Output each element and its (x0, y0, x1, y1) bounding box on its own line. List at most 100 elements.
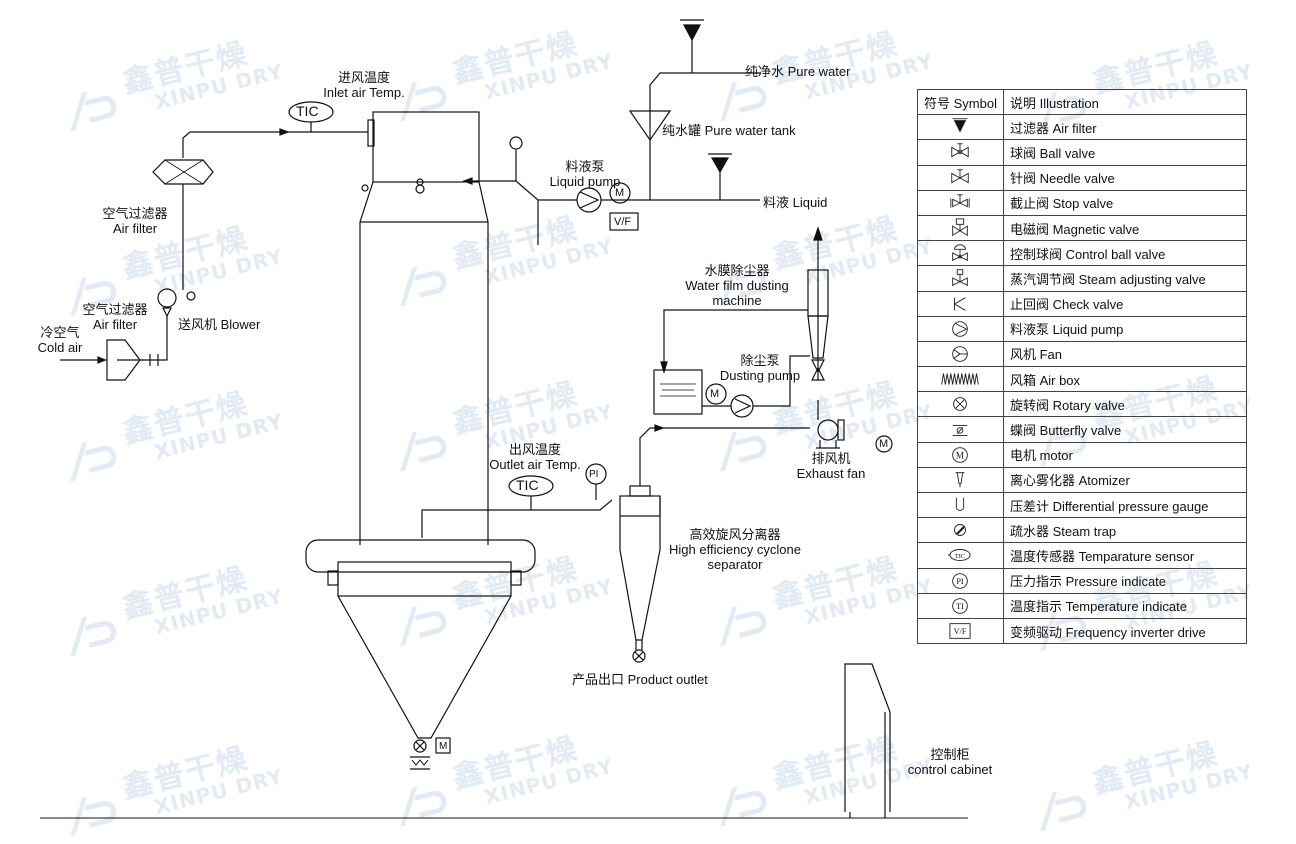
check-valve-icon (954, 296, 967, 311)
air-box-icon (941, 373, 980, 385)
cold-air-label: 冷空气 Cold air (37, 325, 83, 355)
legend-symbol-cell: V/F (917, 617, 1004, 645)
legend-description: 变频驱动 Frequency inverter drive (1002, 617, 1248, 645)
exhaust-line (421, 226, 893, 663)
pure-water-label: 纯净水 Pure water (745, 64, 851, 79)
legend-description: 电磁阀 Magnetic valve (1002, 214, 1248, 242)
legend-row: TIC 温度传感器 Temparature sensor (917, 542, 1248, 569)
legend-description: 过滤器 Air filter (1002, 114, 1248, 141)
legend-description: 料液泵 Liquid pump (1002, 315, 1248, 342)
legend-row: 电磁阀 Magnetic valve (917, 214, 1248, 242)
legend-symbol-cell (917, 517, 1004, 544)
legend-row: 压差计 Differential pressure gauge (917, 491, 1248, 519)
pressure-indicate-icon: PI (952, 572, 969, 589)
legend-symbol-cell: M (917, 441, 1004, 468)
legend-row: 旋转阀 Rotary valve (917, 391, 1248, 418)
liquid-pump-motor-tag: M (615, 187, 625, 199)
legend-symbol-cell: TI (917, 592, 1004, 619)
legend-row: 控制球阀 Control ball valve (917, 240, 1248, 267)
process-flow-diagram (40, 19, 968, 819)
legend-row: V/F 变频驱动 Frequency inverter drive (917, 617, 1248, 645)
legend-symbol-cell (917, 391, 1004, 418)
svg-text:TI: TI (957, 602, 965, 611)
legend-description: 止回阀 Check valve (1002, 290, 1248, 317)
legend-row: 过滤器 Air filter (917, 114, 1248, 141)
temperature-sensor-icon: TIC (948, 549, 972, 562)
legend-description: 蝶阀 Butterfly valve (1002, 416, 1248, 443)
drying-tower (305, 111, 536, 770)
legend-symbol-cell (917, 265, 1004, 292)
inlet-air-temp-label: 进风温度 Inlet air Temp. (323, 70, 405, 100)
svg-text:M: M (956, 450, 964, 460)
legend-row: 球阀 Ball valve (917, 139, 1248, 166)
legend-description: 风机 Fan (1002, 340, 1248, 368)
symbol-legend: 符号 Symbol 说明 Illustration 过滤器 Air filter… (917, 88, 1248, 645)
cyclone-label: 高效旋风分离器 High efficiency cyclone separato… (669, 527, 801, 572)
legend-description: 压力指示 Pressure indicate (1002, 567, 1248, 594)
outlet-air-temp-label: 出风温度 Outlet air Temp. (489, 442, 581, 472)
legend-row: 截止阀 Stop valve (917, 189, 1248, 216)
legend-row: 风箱 Air box (917, 366, 1248, 393)
liquid-feed-system (462, 19, 760, 245)
legend-description: 旋转阀 Rotary valve (1002, 391, 1248, 418)
steam-adjusting-valve-icon (952, 269, 969, 287)
legend-row: 风机 Fan (917, 340, 1248, 368)
legend-symbol-cell (917, 340, 1004, 368)
fan-icon (952, 346, 969, 362)
legend-row: 疏水器 Steam trap (917, 517, 1248, 544)
outlet-pi-tag: PI (589, 469, 599, 480)
legend-header-illustration: 说明 Illustration (1002, 88, 1248, 116)
legend-symbol-cell (917, 139, 1004, 166)
motor-icon: M (952, 446, 969, 463)
legend-symbol-cell (917, 416, 1004, 443)
liquid-pump-icon (952, 320, 969, 337)
legend-description: 离心雾化器 Atomizer (1002, 466, 1248, 494)
legend-description: 截止阀 Stop valve (1002, 189, 1248, 216)
legend-symbol-cell (917, 240, 1004, 267)
legend-description: 电机 motor (1002, 441, 1248, 468)
needle-valve-icon (951, 168, 970, 184)
legend-symbol-cell (917, 366, 1004, 393)
legend-symbol-cell (917, 164, 1004, 191)
legend-description: 疏水器 Steam trap (1002, 517, 1248, 544)
legend-row: 蝶阀 Butterfly valve (917, 416, 1248, 443)
legend-row: 止回阀 Check valve (917, 290, 1248, 317)
legend-row: 离心雾化器 Atomizer (917, 466, 1248, 494)
legend-symbol-cell (917, 214, 1004, 242)
legend-row: 针阀 Needle valve (917, 164, 1248, 191)
legend-description: 风箱 Air box (1002, 366, 1248, 393)
legend-symbol-cell (917, 491, 1004, 519)
dusting-pump-label: 除尘泵 Dusting pump (719, 353, 801, 383)
legend-symbol-cell (917, 315, 1004, 342)
stop-valve-icon (950, 194, 971, 208)
bottom-motor-tag: M (439, 741, 448, 752)
butterfly-valve-icon (953, 424, 968, 436)
atomizer-icon (955, 472, 966, 488)
legend-description: 球阀 Ball valve (1002, 139, 1248, 166)
liquid-label: 料液 Liquid (763, 195, 828, 210)
legend-header: 符号 Symbol 说明 Illustration (917, 88, 1248, 116)
legend-row: 蒸汽调节阀 Steam adjusting valve (917, 265, 1248, 292)
legend-description: 温度传感器 Temparature sensor (1002, 542, 1248, 569)
control-cabinet (844, 663, 891, 818)
rotary-valve-icon (953, 397, 968, 412)
temperature-indicate-icon: TI (952, 598, 969, 614)
legend-row: PI 压力指示 Pressure indicate (917, 567, 1248, 594)
control-cabinet-label: 控制柜 control cabinet (907, 747, 993, 777)
legend-symbol-cell (917, 189, 1004, 216)
legend-row: M 电机 motor (917, 441, 1248, 468)
legend-description: 蒸汽调节阀 Steam adjusting valve (1002, 265, 1248, 292)
product-outlet-label: 产品出口 Product outlet (572, 672, 708, 687)
svg-text:TIC: TIC (955, 553, 965, 560)
water-film-label: 水膜除尘器 Water film dusting machine (685, 263, 789, 308)
frequency-inverter-icon: V/F (949, 623, 972, 639)
air-filter-icon (953, 118, 968, 133)
legend-description: 针阀 Needle valve (1002, 164, 1248, 191)
legend-symbol-cell: TIC (917, 542, 1004, 569)
magnetic-valve-icon (952, 218, 969, 237)
legend-symbol-cell: PI (917, 567, 1004, 594)
outlet-tic-tag: TIC (516, 477, 539, 493)
vf-tag: V/F (614, 216, 632, 228)
inlet-tic-tag: TIC (296, 103, 319, 119)
